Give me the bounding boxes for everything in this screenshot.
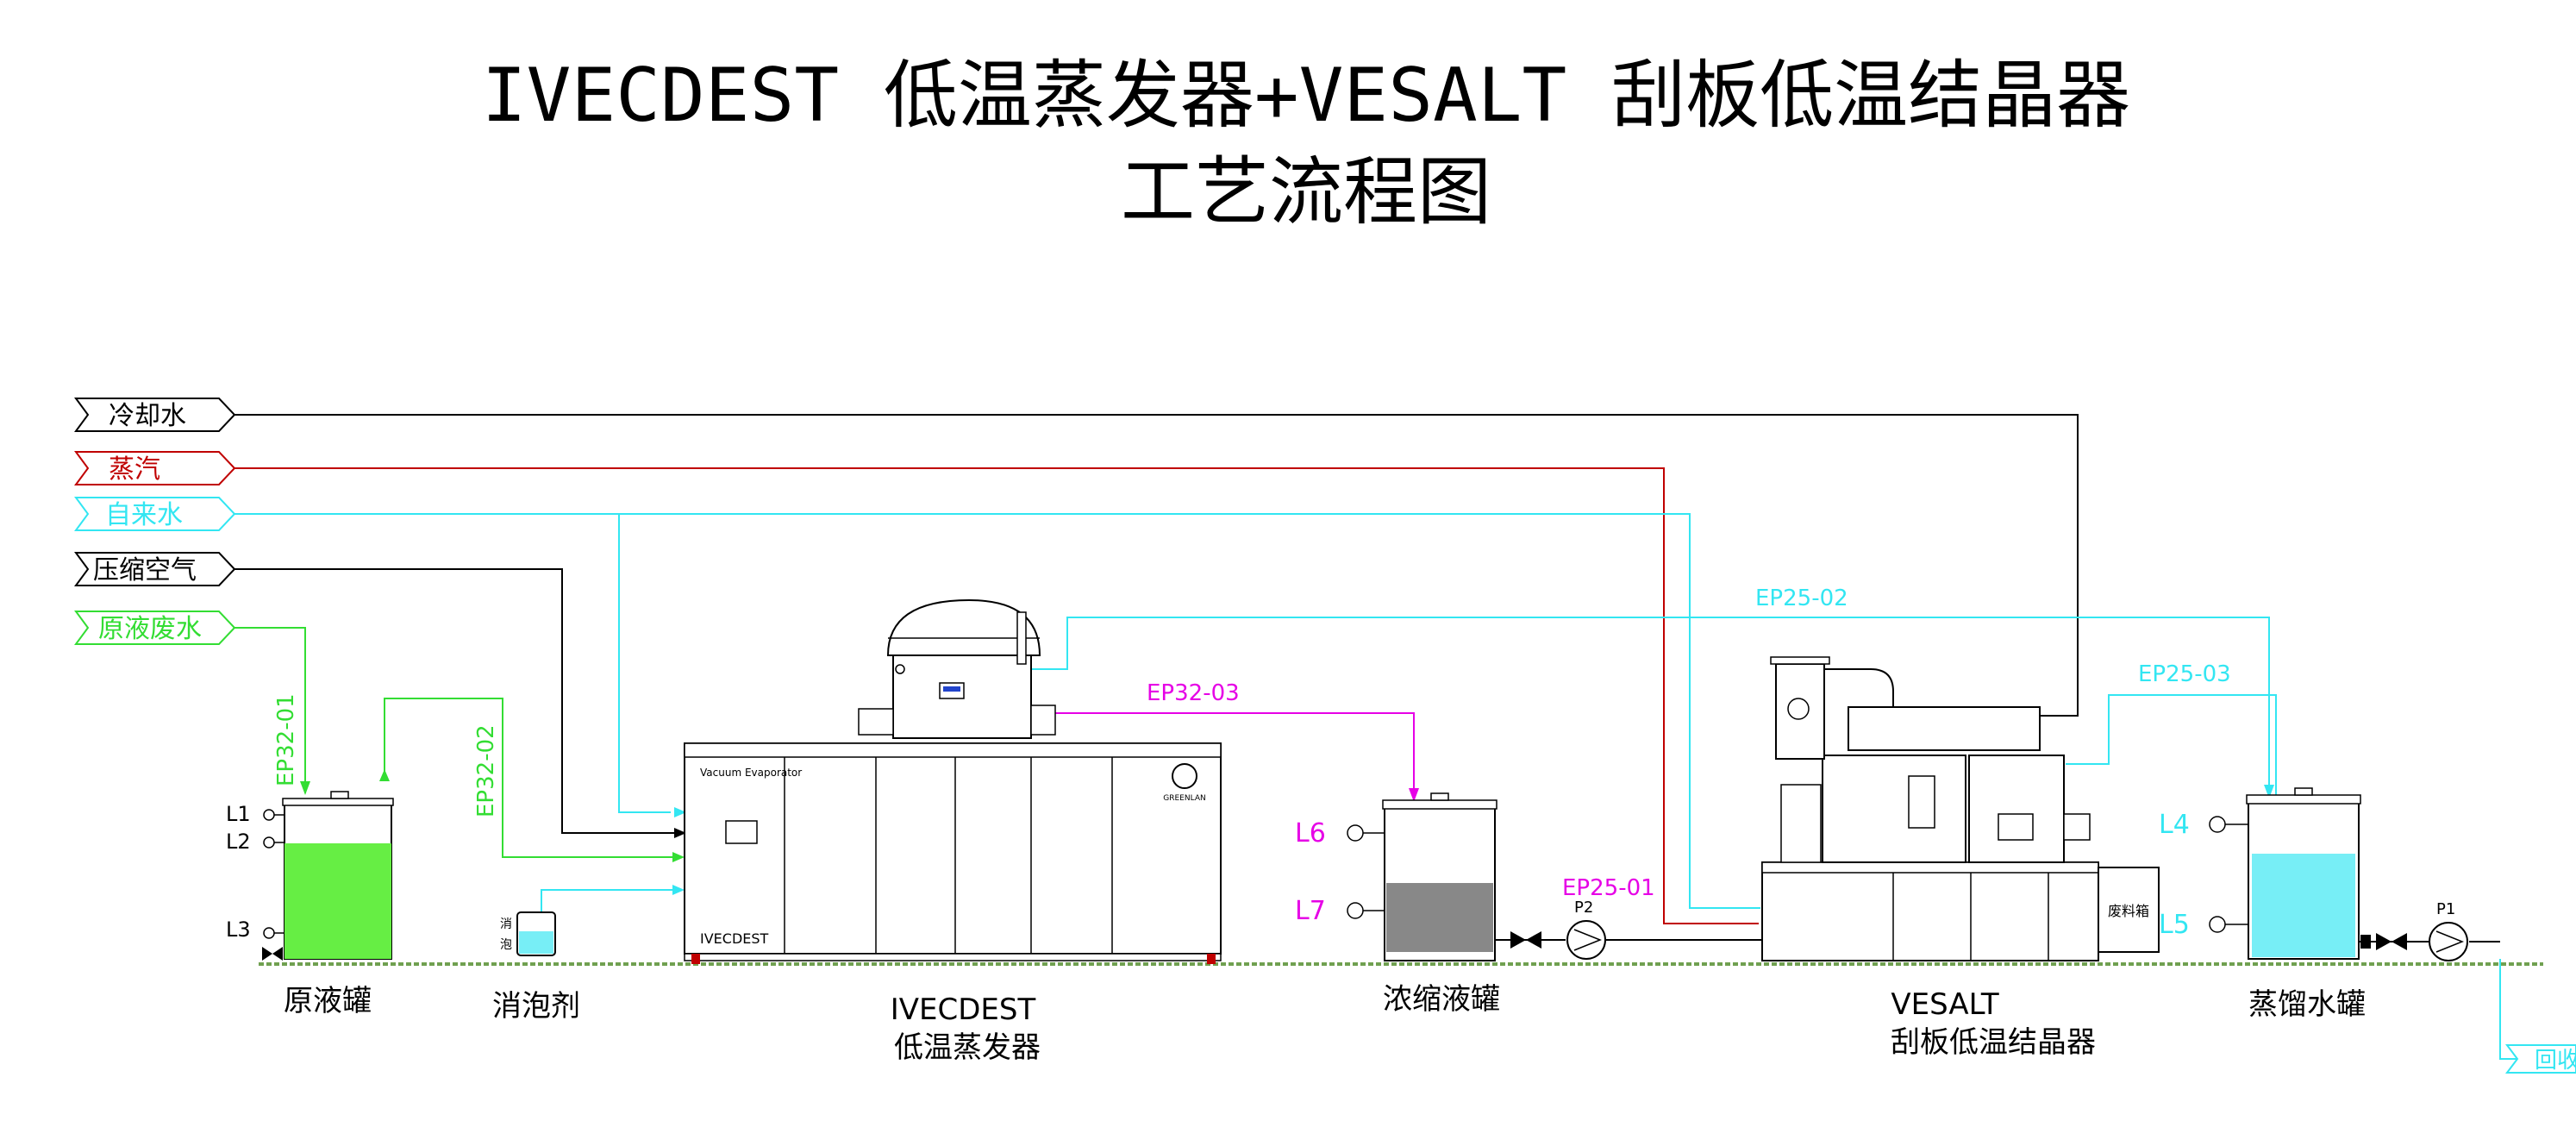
utility-pipes [231,414,2079,924]
defoamer-char-2: 泡 [500,938,512,952]
svg-text:冷却水: 冷却水 [109,401,186,431]
compressed-air-line [231,568,674,834]
concentrate-tank-label: 浓缩液罐 [1383,982,1500,1017]
svg-text:蒸汽: 蒸汽 [109,454,160,485]
evaporator-desc: 低温蒸发器 [894,1030,1041,1065]
pump-p2 [1566,920,1606,960]
level-l3: L3 [226,917,251,942]
tag-cooling-water: 冷却水 [74,398,236,432]
concentrate-tank [1347,792,1497,961]
distillate-tank [2209,787,2361,960]
level-l5: L5 [2159,910,2190,940]
ep32-03-line [1043,712,1415,798]
defoamer-tank: 消 泡 [500,911,556,956]
utility-tags: 冷却水 蒸汽 自来水 压缩空气 原液废水 [74,398,236,645]
defoamer-label: 消泡剂 [492,989,580,1024]
distillate-tank-label: 蒸馏水罐 [2248,987,2366,1022]
pipe-label-ep32-03: EP32-03 [1147,680,1240,706]
pipe-label-ep25-02: EP25-02 [1755,586,1848,611]
diagram-subtitle: 工艺流程图 [1121,149,1491,235]
return-tag-label: 回收 [2535,1048,2576,1074]
diagram-title: IVECDEST 低温蒸发器+VESALT 刮板低温结晶器 [482,53,2130,139]
pipe-label-ep32-01: EP32-01 [273,693,299,786]
pump-p1-label: P1 [2436,900,2455,918]
valve-p2 [1510,931,1541,949]
ep25-02-line [1026,617,2270,795]
tap-water-line [231,513,1760,909]
evaporator-name: IVECDEST [891,993,1036,1027]
waste-bin-label: 废料箱 [2108,903,2149,919]
raw-tank-label: 原液罐 [284,984,372,1018]
tag-raw-wastewater: 原液废水 [74,611,236,645]
crystallizer-name: VESALT [1891,987,1998,1022]
process-lines [379,617,2517,1060]
ep32-02-line [384,698,672,858]
svg-text:压缩空气: 压缩空气 [93,555,197,586]
level-l6: L6 [1295,818,1326,849]
valve-p1 [2360,933,2407,950]
cooling-water-line [233,414,2079,717]
pump-p1 [2429,922,2468,961]
pipe-label-ep25-01: EP25-01 [1562,875,1655,901]
svg-text:自来水: 自来水 [105,500,183,530]
raw-wastewater-line [231,627,306,793]
return-line [2499,959,2517,1060]
evap-logo: GREENLAN [1163,794,1205,803]
defoamer-char-1: 消 [500,917,512,931]
level-l1: L1 [226,802,251,826]
tag-tap-water: 自来水 [74,497,236,531]
raw-liquid-tank [262,791,394,961]
level-l7: L7 [1295,896,1326,926]
level-l4: L4 [2159,810,2190,840]
pipe-label-ep32-02: EP32-02 [473,724,499,817]
tag-compressed-air: 压缩空气 [74,552,236,586]
ivecdest-evaporator: Vacuum Evaporator IVECDEST GREENLAN [684,598,1222,964]
vesalt-crystallizer: 废料箱 [1761,656,2160,961]
level-l2: L2 [226,830,251,854]
tap-water-branch [618,514,671,813]
return-tag: 回收 [2505,1044,2576,1074]
evap-panel-brand: IVECDEST [700,930,769,947]
tag-steam: 蒸汽 [74,451,236,485]
crystallizer-desc: 刮板低温结晶器 [1891,1025,2096,1060]
steam-line [231,467,1759,924]
pipe-label-ep25-03: EP25-03 [2138,661,2231,687]
defoamer-line [541,889,672,912]
ep25-03-line [2066,694,2277,795]
pump-p2-label: P2 [1574,899,1593,917]
evap-panel-title: Vacuum Evaporator [700,767,802,779]
svg-text:原液废水: 原液废水 [98,614,202,644]
